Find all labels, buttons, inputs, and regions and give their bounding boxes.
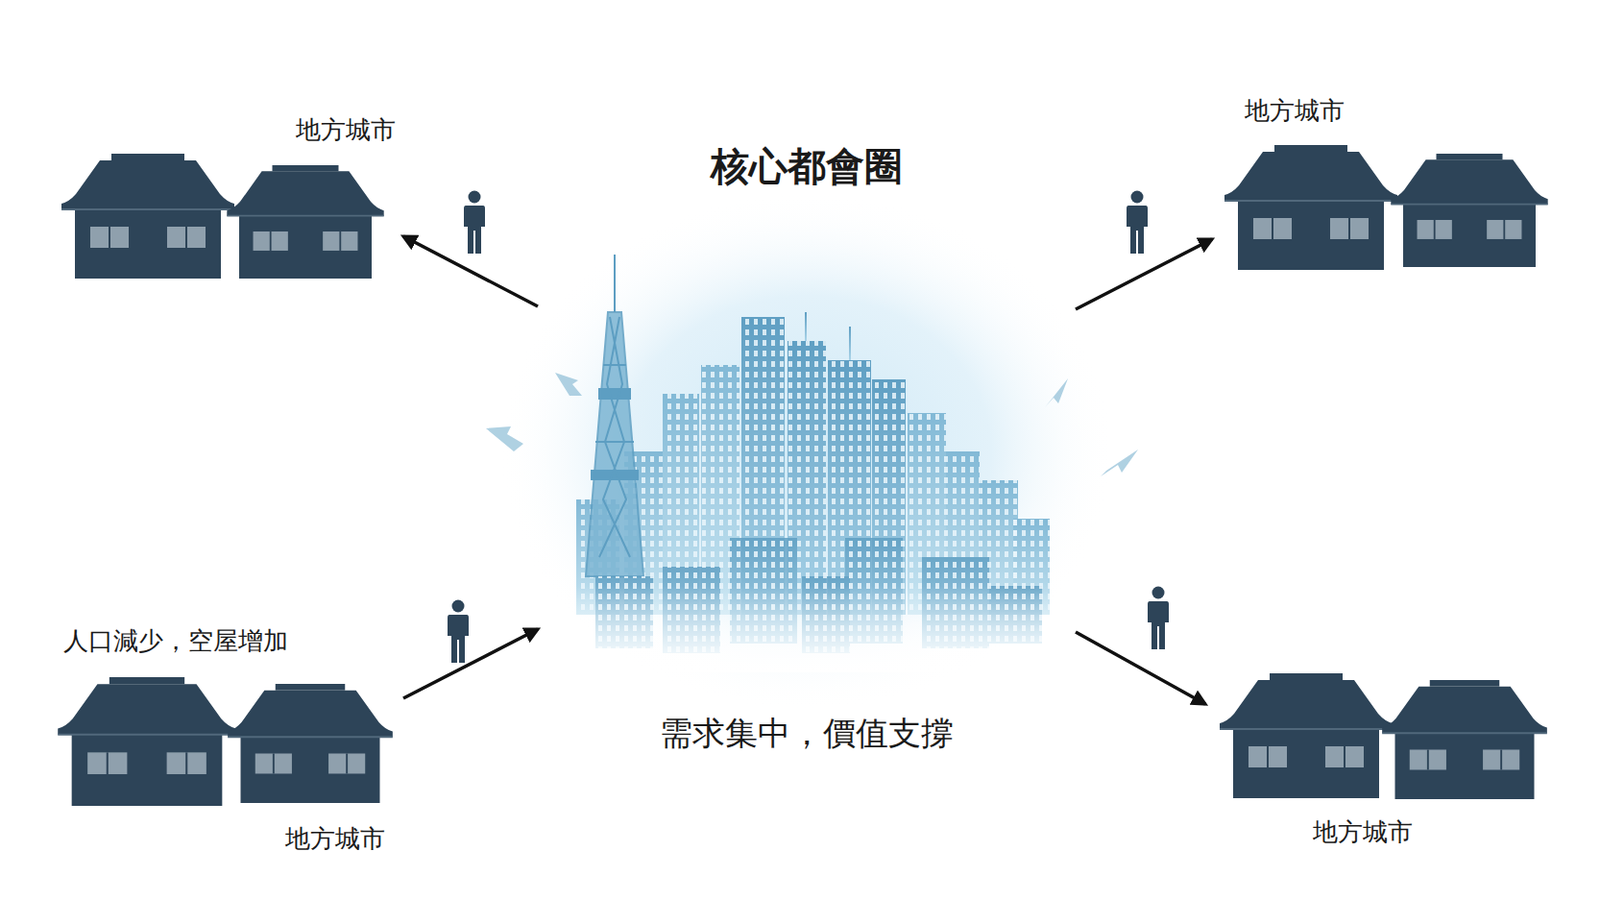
node-label: 人口減少，空屋增加 xyxy=(63,627,289,656)
flow-arrow xyxy=(403,236,538,307)
core-metro: 核心都會圈需求集中，價值支撐 xyxy=(537,134,1076,759)
flow-arrow xyxy=(403,629,538,699)
flow-arrow xyxy=(1075,239,1213,310)
local-city: 地方城市 xyxy=(1205,653,1566,860)
node-label: 地方城市 xyxy=(295,116,396,146)
node-label: 地方城市 xyxy=(285,824,386,854)
node-label: 地方城市 xyxy=(1312,818,1413,848)
node-label: 地方城市 xyxy=(1244,96,1345,126)
city-illustration xyxy=(485,192,1139,711)
node-caption: 需求集中，價值支撐 xyxy=(537,714,1076,752)
person-icon xyxy=(447,191,1169,664)
local-city: 人口減少，空屋增加地方城市 xyxy=(48,619,404,865)
flow-arrow xyxy=(485,372,1139,477)
tower xyxy=(585,254,644,577)
flow-arrow xyxy=(1075,631,1206,704)
node-heading: 核心都會圈 xyxy=(537,144,1076,189)
local-city: 地方城市 xyxy=(1212,86,1566,279)
house-group xyxy=(57,145,1548,806)
local-city: 地方城市 xyxy=(57,100,404,284)
